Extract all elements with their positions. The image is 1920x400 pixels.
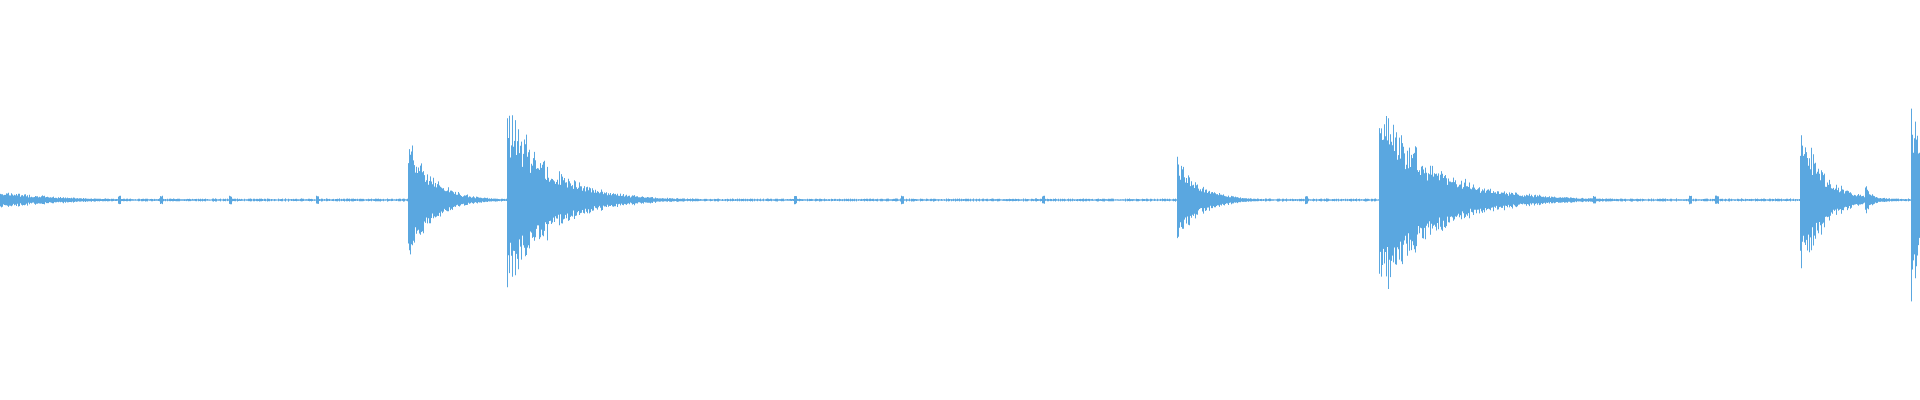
waveform-trace <box>0 108 1920 302</box>
waveform-samples <box>0 108 1920 302</box>
